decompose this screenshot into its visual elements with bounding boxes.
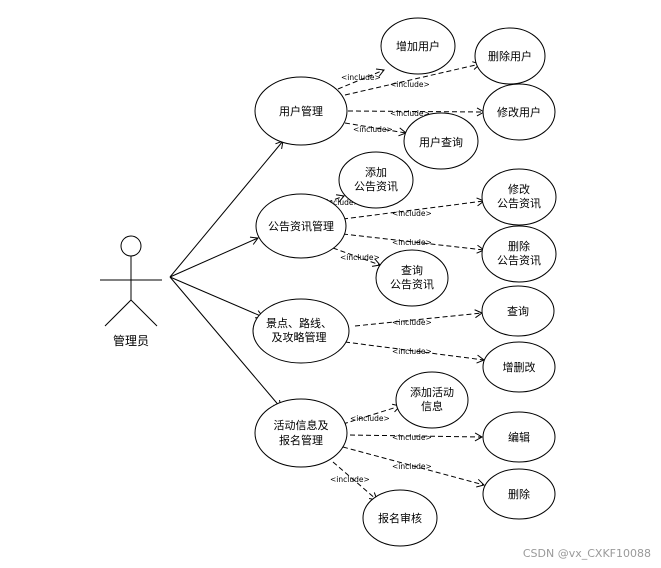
use-case-label: 编辑	[508, 430, 530, 444]
use-case-label: 公告资讯	[390, 278, 434, 291]
inc-add-activity	[342, 403, 401, 425]
use-case-delete-news[interactable]: 删除 公告资讯	[481, 225, 557, 283]
use-case-label: 及攻略管理	[272, 330, 327, 344]
assoc-activity-mgmt	[169, 276, 282, 409]
use-case-scenic-query[interactable]: 查询	[481, 285, 555, 337]
use-case-activity-management[interactable]: 活动信息及 报名管理	[254, 398, 348, 468]
include-relations	[319, 61, 486, 501]
use-case-label: 用户查询	[419, 135, 463, 149]
include-label: <include>	[392, 433, 432, 442]
watermark: CSDN @vx_CXKF10088	[523, 547, 651, 560]
use-case-query-news[interactable]: 查询 公告资讯	[375, 249, 449, 307]
use-case-label: 增删改	[503, 360, 536, 374]
actor-right-leg	[130, 299, 158, 327]
use-case-label: 景点、路线、	[266, 316, 332, 330]
actor-head	[120, 235, 142, 257]
use-case-label: 添加活动	[410, 385, 454, 399]
use-case-edit-activity[interactable]: 编辑	[482, 411, 556, 463]
use-case-label: 修改用户	[497, 105, 541, 119]
include-label: <include>	[392, 238, 432, 247]
include-label: <include>	[390, 80, 430, 89]
use-case-add-activity[interactable]: 添加活动 信息	[395, 371, 469, 429]
use-case-label: 查询	[507, 304, 529, 318]
actor-left-leg	[104, 299, 132, 327]
use-case-label: 报名审核	[378, 511, 422, 525]
use-case-add-user[interactable]: 增加用户	[380, 17, 456, 75]
assoc-scenic-mgmt	[169, 276, 264, 319]
inc-scenic-query	[354, 309, 484, 327]
use-case-scenic-crud[interactable]: 增删改	[482, 341, 556, 393]
actor-admin: 管理员	[100, 235, 162, 348]
use-case-label: 删除用户	[488, 49, 532, 63]
use-case-delete-user[interactable]: 删除用户	[474, 27, 546, 85]
include-label: <include>	[353, 125, 393, 134]
inc-delete-user	[344, 61, 481, 96]
associations	[169, 140, 284, 409]
include-label: <include>	[350, 414, 390, 423]
include-label: <include>	[341, 73, 381, 82]
use-case-user-management[interactable]: 用户管理	[254, 76, 348, 146]
assoc-news-mgmt	[169, 236, 259, 278]
include-label: <include>	[392, 209, 432, 218]
inc-add-user	[337, 68, 385, 90]
include-label: <include>	[392, 318, 432, 327]
actor-name: 管理员	[113, 333, 149, 348]
use-case-label: 信息	[421, 399, 443, 413]
use-case-delete-activity[interactable]: 删除	[482, 468, 556, 520]
use-case-review-signup[interactable]: 报名审核	[362, 489, 438, 547]
inc-query-user	[344, 122, 407, 137]
use-case-label: 修改	[508, 182, 530, 196]
use-case-label: 删除	[508, 487, 530, 501]
use-case-news-management[interactable]: 公告资讯管理	[255, 193, 347, 259]
use-case-label: 查询	[401, 263, 423, 277]
include-label: <include>	[392, 462, 432, 471]
include-label: <include>	[390, 109, 430, 118]
include-label: <include>	[340, 253, 380, 262]
inc-query-news	[332, 247, 381, 267]
include-label: <include>	[392, 347, 432, 356]
use-case-label: 活动信息及	[274, 418, 329, 432]
include-labels: <include> <include> <include> <include> …	[320, 73, 432, 484]
use-case-add-news[interactable]: 添加 公告资讯	[338, 151, 414, 209]
use-case-label: 公告资讯	[354, 180, 398, 193]
use-case-label: 公告资讯管理	[268, 219, 334, 233]
use-case-label: 用户管理	[279, 104, 323, 118]
use-case-query-user[interactable]: 用户查询	[403, 112, 479, 170]
use-case-label: 删除	[508, 239, 530, 253]
inc-edit-user	[347, 107, 486, 117]
use-case-edit-news[interactable]: 修改 公告资讯	[481, 168, 557, 226]
inc-scenic-crud	[344, 341, 485, 364]
use-case-label: 添加	[365, 165, 387, 179]
use-case-label: 公告资讯	[497, 197, 541, 210]
use-case-scenic-management[interactable]: 景点、路线、 及攻略管理	[252, 298, 350, 364]
include-label: <include>	[330, 475, 370, 484]
use-case-edit-user[interactable]: 修改用户	[482, 83, 556, 141]
inc-edit-activity	[349, 432, 484, 442]
inc-review-signup	[332, 461, 378, 501]
assoc-user-mgmt	[169, 140, 284, 278]
include-label: <include>	[320, 198, 360, 207]
inc-delete-activity	[342, 446, 485, 488]
use-case-label: 公告资讯	[497, 254, 541, 267]
use-case-label: 增加用户	[396, 39, 440, 53]
use-case-label: 报名管理	[279, 433, 323, 447]
